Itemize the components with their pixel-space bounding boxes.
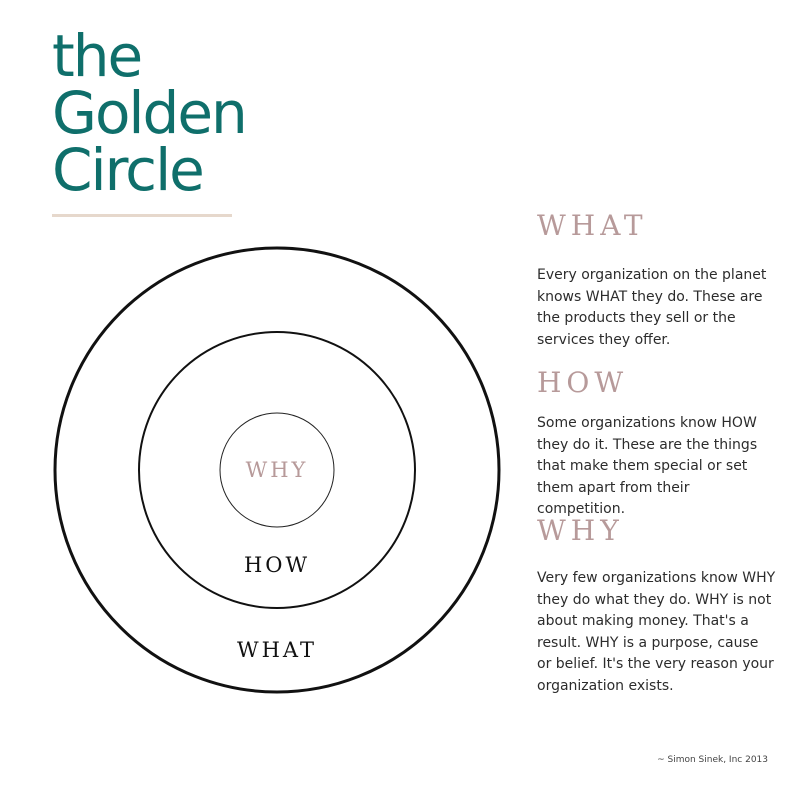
diagram-label-what: WHAT <box>237 638 317 662</box>
middle-circle-how <box>138 331 416 609</box>
title-line-the: the <box>52 22 143 90</box>
how-description: Some organizations know HOW they do it. … <box>537 415 758 517</box>
how-heading: HOW <box>537 366 629 399</box>
diagram-label-how: HOW <box>244 553 310 577</box>
page-title: the Golden Circle <box>52 22 248 204</box>
title-line-golden: Golden <box>52 79 248 147</box>
outer-circle-what <box>53 246 501 694</box>
golden-circle-diagram: WHY HOW WHAT <box>53 246 501 694</box>
why-description: Very few organizations know WHY they do … <box>537 570 776 694</box>
credit-line: ~ Simon Sinek, Inc 2013 <box>657 755 768 765</box>
why-heading: WHY <box>537 514 624 547</box>
what-description: Every organization on the planet knows W… <box>537 267 767 348</box>
diagram-label-why: WHY <box>246 458 309 482</box>
inner-circle-why <box>219 412 335 528</box>
what-heading: WHAT <box>537 209 648 242</box>
title-underline <box>52 214 232 217</box>
title-line-circle: Circle <box>52 136 205 204</box>
